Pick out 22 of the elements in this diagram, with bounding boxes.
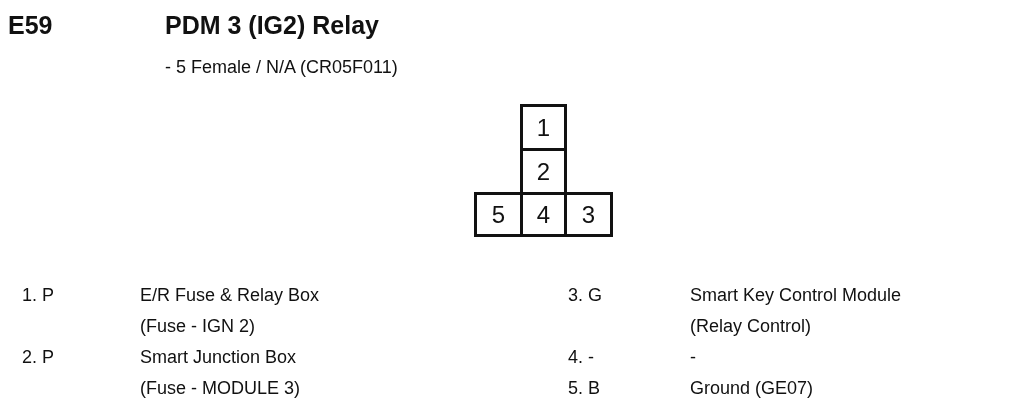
pin-number: 3 xyxy=(581,202,596,227)
pin-number: 1. P xyxy=(22,284,55,307)
subtitle: - 5 Female / N/A (CR05F011) xyxy=(165,56,398,79)
pin-cavity xyxy=(564,192,613,237)
pin-number: 4. - xyxy=(568,346,594,369)
pin-number: 3. G xyxy=(568,284,602,307)
pin-number: 5. B xyxy=(568,377,601,400)
circuit-description: Smart Junction Box (Fuse - MODULE 3) xyxy=(140,346,302,400)
title: PDM 3 (IG2) Relay xyxy=(165,10,379,41)
pin-cavity xyxy=(520,104,567,151)
circuit-description: E/R Fuse & Relay Box (Fuse - IGN 2) xyxy=(140,284,321,338)
pin-number: 4 xyxy=(536,202,551,227)
pin-number: 1 xyxy=(536,115,551,140)
pin-number: 2. P xyxy=(22,346,55,369)
circuit-description: Smart Key Control Module (Relay Control) xyxy=(690,284,903,338)
circuit-description: Ground (GE07) xyxy=(690,377,815,400)
circuit-description: - xyxy=(690,346,697,369)
connector-code: E59 xyxy=(8,10,53,41)
pin-number: 5 xyxy=(491,202,506,227)
pin-number: 2 xyxy=(536,159,551,184)
pin-cavity xyxy=(520,148,567,195)
pin-cavity xyxy=(474,192,523,237)
